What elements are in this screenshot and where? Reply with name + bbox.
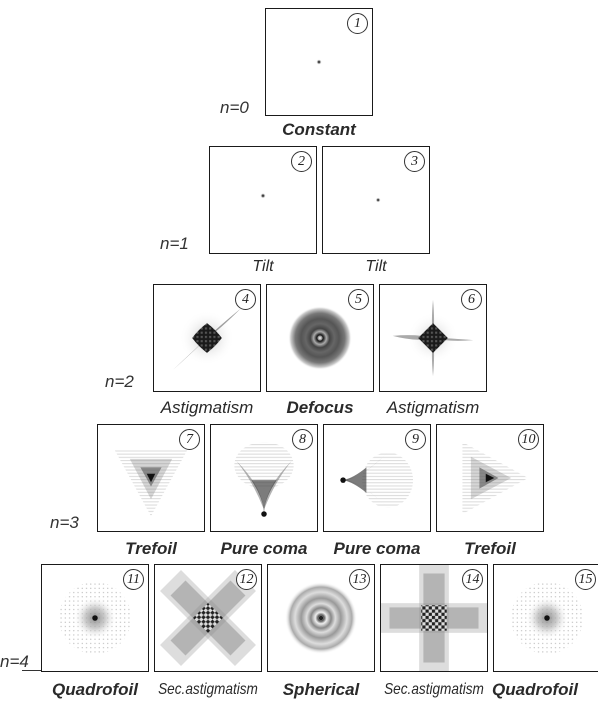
psf-panel-1: 1 xyxy=(265,8,373,116)
psf-image-quadrofoil-2 xyxy=(510,581,584,655)
panel-number-2: 2 xyxy=(291,151,312,172)
caption-constant: Constant xyxy=(282,120,356,139)
caption-astigmatism-1: Astigmatism xyxy=(160,398,254,417)
caption-trefoil-1: Trefoil xyxy=(125,539,177,558)
panel-number-6: 6 xyxy=(461,289,482,310)
caption-defocus: Defocus xyxy=(286,398,354,417)
panel-number-1: 1 xyxy=(347,13,368,34)
psf-image-constant xyxy=(316,59,322,65)
row-label-n4: n=4 xyxy=(0,652,29,671)
psf-image-tilt-x xyxy=(260,193,266,199)
panel-number-10: 10 xyxy=(518,429,539,450)
psf-image-spherical xyxy=(284,581,358,655)
panel-number-13: 13 xyxy=(349,569,370,590)
panel-number-4: 4 xyxy=(235,289,256,310)
psf-panel-7: 7 xyxy=(97,424,205,532)
psf-image-defocus xyxy=(288,306,352,370)
caption-sec-astigmatism-1: Sec.astigmatism xyxy=(158,681,258,698)
psf-image-coma-2 xyxy=(340,452,414,508)
row-label-n2: n=2 xyxy=(105,372,134,391)
psf-panel-4: 4 xyxy=(153,284,261,392)
psf-image-astigmatism-1 xyxy=(173,308,244,370)
psf-panel-9: 9 xyxy=(323,424,431,532)
panel-number-9: 9 xyxy=(405,429,426,450)
psf-panel-6: 6 xyxy=(379,284,487,392)
caption-pure-coma-2: Pure coma xyxy=(333,539,421,558)
caption-tilt-2: Tilt xyxy=(365,258,387,275)
panel-number-11: 11 xyxy=(123,569,144,590)
panel-number-5: 5 xyxy=(348,289,369,310)
psf-panel-5: 5 xyxy=(266,284,374,392)
psf-image-quadrofoil-1 xyxy=(58,581,132,655)
psf-image-tilt-y xyxy=(375,197,381,203)
row-label-n0: n=0 xyxy=(220,98,249,117)
psf-panel-2: 2 xyxy=(209,146,317,254)
psf-image-secondary-astigmatism-1 xyxy=(160,570,256,666)
psf-panel-12: 12 xyxy=(154,564,262,672)
psf-panel-11: 11 xyxy=(41,564,149,672)
psf-image-secondary-astigmatism-2 xyxy=(381,565,487,671)
caption-pure-coma-1: Pure coma xyxy=(220,539,308,558)
caption-astigmatism-2: Astigmatism xyxy=(386,398,480,417)
psf-panel-13: 13 xyxy=(267,564,375,672)
caption-quadrofoil-2: Quadrofoil xyxy=(492,680,578,699)
psf-panel-8: 8 xyxy=(210,424,318,532)
panel-number-7: 7 xyxy=(179,429,200,450)
panel-number-12: 12 xyxy=(236,569,257,590)
psf-panel-14: 14 xyxy=(380,564,488,672)
row-label-n4-underline xyxy=(22,670,42,671)
caption-trefoil-2: Trefoil xyxy=(464,539,516,558)
psf-image-trefoil-1 xyxy=(114,450,188,517)
psf-panel-15: 15 xyxy=(493,564,598,672)
caption-quadrofoil-1: Quadrofoil xyxy=(52,680,138,699)
psf-panel-10: 10 xyxy=(436,424,544,532)
psf-image-trefoil-2 xyxy=(462,441,529,515)
psf-image-coma-1 xyxy=(234,441,294,517)
psf-image-astigmatism-2 xyxy=(392,299,474,377)
psf-panel-3: 3 xyxy=(322,146,430,254)
panel-number-8: 8 xyxy=(292,429,313,450)
row-label-n1: n=1 xyxy=(160,234,189,253)
caption-sec-astigmatism-2: Sec.astigmatism xyxy=(384,681,484,698)
caption-tilt-1: Tilt xyxy=(252,258,274,275)
caption-spherical: Spherical xyxy=(282,680,360,699)
panel-number-15: 15 xyxy=(575,569,596,590)
panel-number-3: 3 xyxy=(404,151,425,172)
row-label-n3: n=3 xyxy=(50,513,79,532)
panel-number-14: 14 xyxy=(462,569,483,590)
